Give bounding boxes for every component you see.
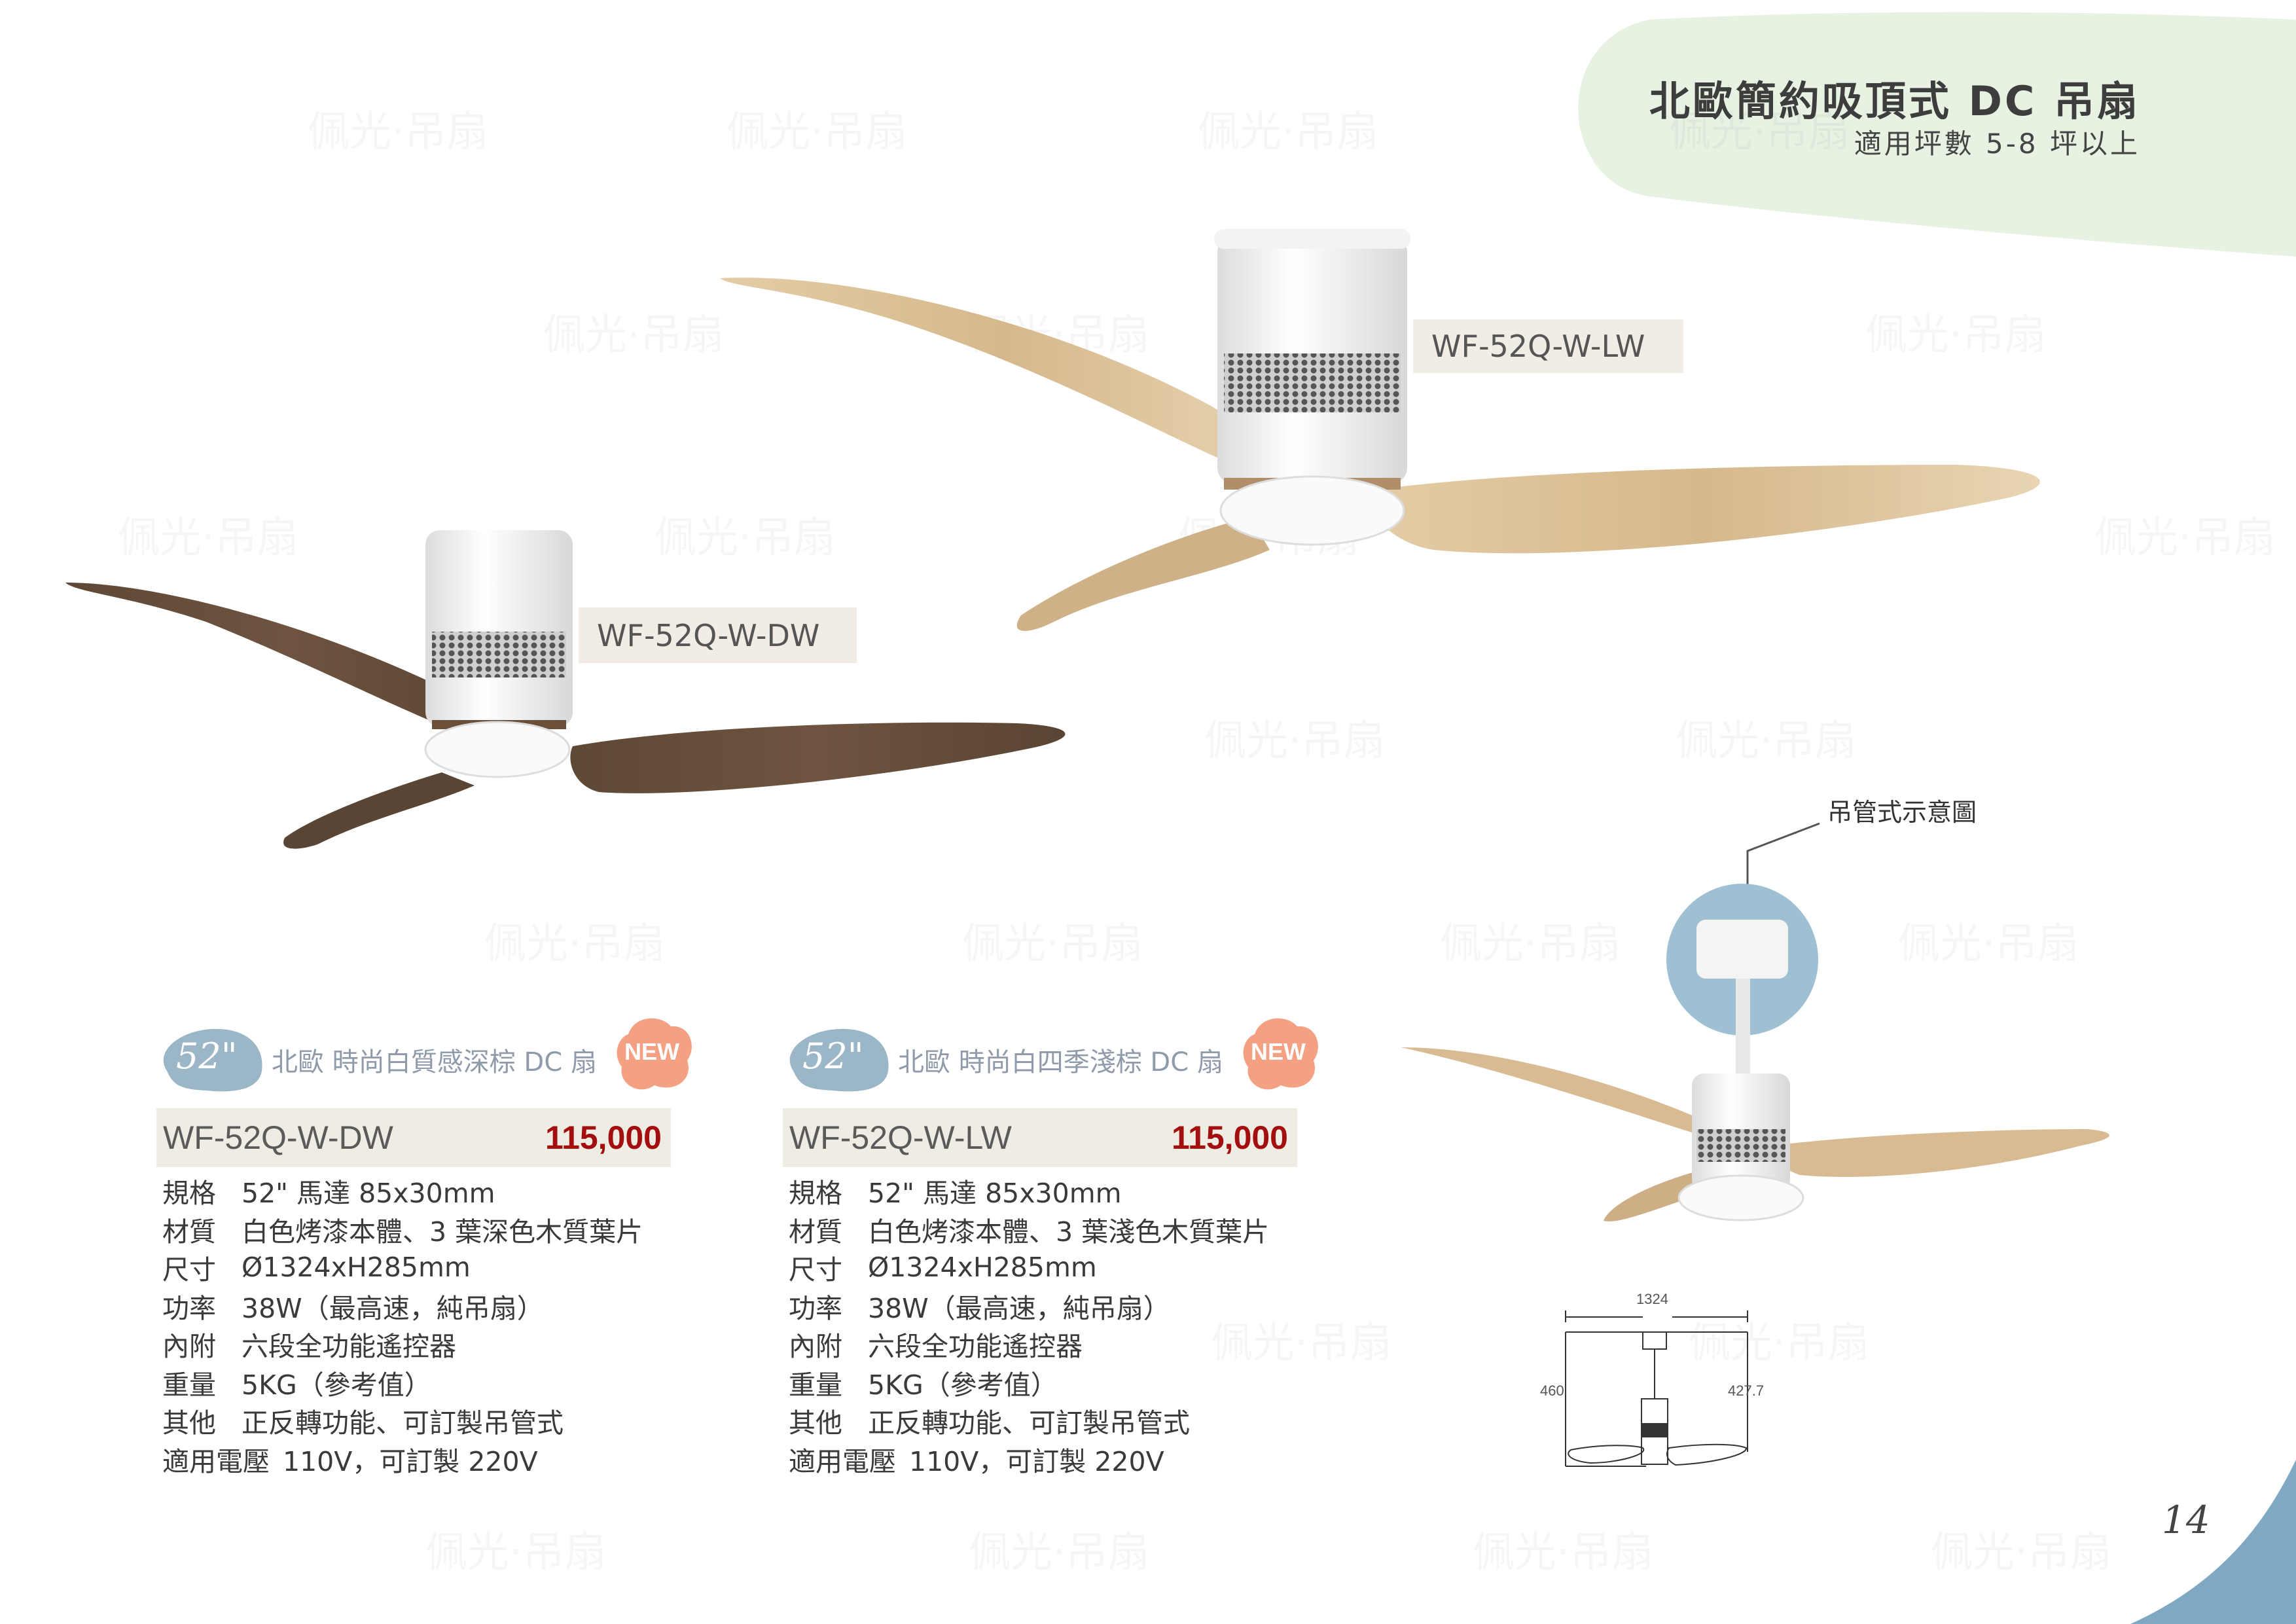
product-title: 北歐 時尚白質感深棕 DC 扇: [272, 1047, 597, 1077]
spec-row: 規格 52" 馬達 85x30mm: [162, 1172, 643, 1210]
model-price-bar: WF-52Q-W-DW 115,000: [156, 1108, 671, 1167]
spec-row: 重量 5KG（參考值）: [789, 1363, 1269, 1402]
spec-row: 功率 38W（最高速，純吊扇）: [789, 1287, 1269, 1326]
price: 115,000: [545, 1119, 662, 1156]
dimension-width: 1324: [1636, 1291, 1668, 1307]
spec-row: 其他正反轉功能、可訂製吊管式: [162, 1401, 643, 1440]
spec-label: 其他: [162, 1407, 216, 1439]
spec-row: 內附六段全功能遙控器: [789, 1325, 1269, 1363]
spec-row: 功率 38W（最高速，純吊扇）: [162, 1287, 643, 1326]
spec-row: 材質白色烤漆本體、3 葉淺色木質葉片: [789, 1210, 1269, 1249]
spec-label: 內附: [789, 1331, 842, 1363]
spec-list: 規格 52" 馬達 85x30mm 材質白色烤漆本體、3 葉深色木質葉片 尺寸 Ø1…: [162, 1172, 643, 1478]
spec-label: 重量: [162, 1369, 216, 1401]
spec-value: 六段全功能遙控器: [242, 1331, 456, 1363]
page-subtitle: 適用坪數 5-8 坪以上: [1854, 128, 2140, 160]
spec-label: 材質: [789, 1216, 842, 1248]
spec-value: 38W（最高速，純吊扇）: [242, 1292, 544, 1324]
new-badge-text: NEW: [1251, 1038, 1306, 1065]
model-price-bar: WF-52Q-W-LW 115,000: [783, 1108, 1297, 1167]
model-label-light: WF-52Q-W-LW: [1413, 319, 1683, 373]
spec-value: 正反轉功能、可訂製吊管式: [242, 1407, 564, 1439]
product-title: 北歐 時尚白四季淺棕 DC 扇: [898, 1047, 1223, 1077]
size-badge: 52": [780, 1025, 891, 1093]
spec-value: 正反轉功能、可訂製吊管式: [868, 1407, 1190, 1439]
spec-label: 重量: [789, 1369, 842, 1401]
page-number: 14: [2162, 1498, 2210, 1542]
spec-row: 尺寸 Ø1324xH285mm: [789, 1248, 1269, 1287]
spec-value: 52" 馬達 85x30mm: [242, 1178, 495, 1210]
corner-arc: [2130, 1460, 2296, 1624]
dimension-height-total: 460: [1540, 1382, 1564, 1399]
spec-label: 功率: [789, 1292, 842, 1324]
new-badge: NEW: [1242, 1015, 1319, 1096]
fan-image-light-wood: [720, 229, 2040, 631]
price: 115,000: [1172, 1119, 1288, 1156]
spec-label: 尺寸: [789, 1254, 842, 1286]
spec-row: 適用電壓 110V，可訂製 220V: [162, 1440, 643, 1479]
watermark-text: 佩光·吊扇: [1676, 707, 1856, 767]
spec-label: 其他: [789, 1407, 842, 1439]
fan-image-dark-wood: [65, 530, 1066, 849]
new-badge: NEW: [615, 1015, 692, 1096]
size-badge: 52": [154, 1025, 265, 1093]
spec-row: 尺寸 Ø1324xH285mm: [162, 1248, 643, 1287]
spec-value: Ø1324xH285mm: [242, 1252, 471, 1284]
size-text: 52": [176, 1036, 238, 1077]
spec-value: 110V，可訂製 220V: [909, 1445, 1164, 1477]
spec-row: 其他正反轉功能、可訂製吊管式: [789, 1401, 1269, 1440]
spec-label: 適用電壓: [162, 1445, 270, 1477]
spec-label: 材質: [162, 1216, 216, 1248]
product-card-dark: 52" 北歐 時尚白質感深棕 DC 扇 NEW WF-52Q-W-DW 115,…: [154, 0, 808, 1624]
spec-value: 52" 馬達 85x30mm: [868, 1178, 1122, 1210]
spec-value: 5KG（參考值）: [242, 1369, 431, 1401]
spec-row: 重量 5KG（參考值）: [162, 1363, 643, 1402]
pendant-fan-image: [1401, 822, 2109, 1221]
spec-row: 適用電壓 110V，可訂製 220V: [789, 1440, 1269, 1479]
spec-value: 110V，可訂製 220V: [283, 1445, 538, 1477]
spec-label: 規格: [162, 1178, 216, 1210]
page-title: 北歐簡約吸頂式 DC 吊扇: [1649, 77, 2140, 125]
spec-value: 白色烤漆本體、3 葉淺色木質葉片: [868, 1216, 1270, 1248]
spec-value: 5KG（參考值）: [868, 1369, 1058, 1401]
spec-label: 內附: [162, 1331, 216, 1363]
dimension-height-right: 427.7: [1728, 1382, 1765, 1399]
model-number: WF-52Q-W-LW: [789, 1119, 1012, 1156]
spec-value: 38W（最高速，純吊扇）: [868, 1292, 1170, 1324]
model-number: WF-52Q-W-DW: [163, 1119, 393, 1156]
spec-label: 規格: [789, 1178, 842, 1210]
pendant-diagram-label: 吊管式示意圖: [1827, 798, 1977, 827]
spec-value: 白色烤漆本體、3 葉深色木質葉片: [242, 1216, 643, 1248]
spec-value: Ø1324xH285mm: [868, 1252, 1097, 1284]
spec-label: 功率: [162, 1292, 216, 1324]
watermark-text: 佩光·吊扇: [1931, 1519, 2111, 1579]
spec-list: 規格 52" 馬達 85x30mm 材質白色烤漆本體、3 葉淺色木質葉片 尺寸 Ø1…: [789, 1172, 1269, 1478]
spec-row: 內附六段全功能遙控器: [162, 1325, 643, 1363]
new-badge-text: NEW: [624, 1038, 679, 1065]
watermark-text: 佩光·吊扇: [1473, 1519, 1653, 1579]
spec-row: 規格 52" 馬達 85x30mm: [789, 1172, 1269, 1210]
spec-row: 材質白色烤漆本體、3 葉深色木質葉片: [162, 1210, 643, 1249]
watermark-text: 佩光·吊扇: [2094, 504, 2275, 564]
model-label-dark: WF-52Q-W-DW: [579, 607, 857, 663]
spec-label: 尺寸: [162, 1254, 216, 1286]
spec-label: 適用電壓: [789, 1445, 896, 1477]
dimension-diagram: [1565, 1310, 1748, 1467]
size-text: 52": [802, 1036, 864, 1077]
spec-value: 六段全功能遙控器: [868, 1331, 1083, 1363]
product-card-light: 52" 北歐 時尚白四季淺棕 DC 扇 NEW WF-52Q-W-LW 115,…: [780, 0, 1435, 1624]
